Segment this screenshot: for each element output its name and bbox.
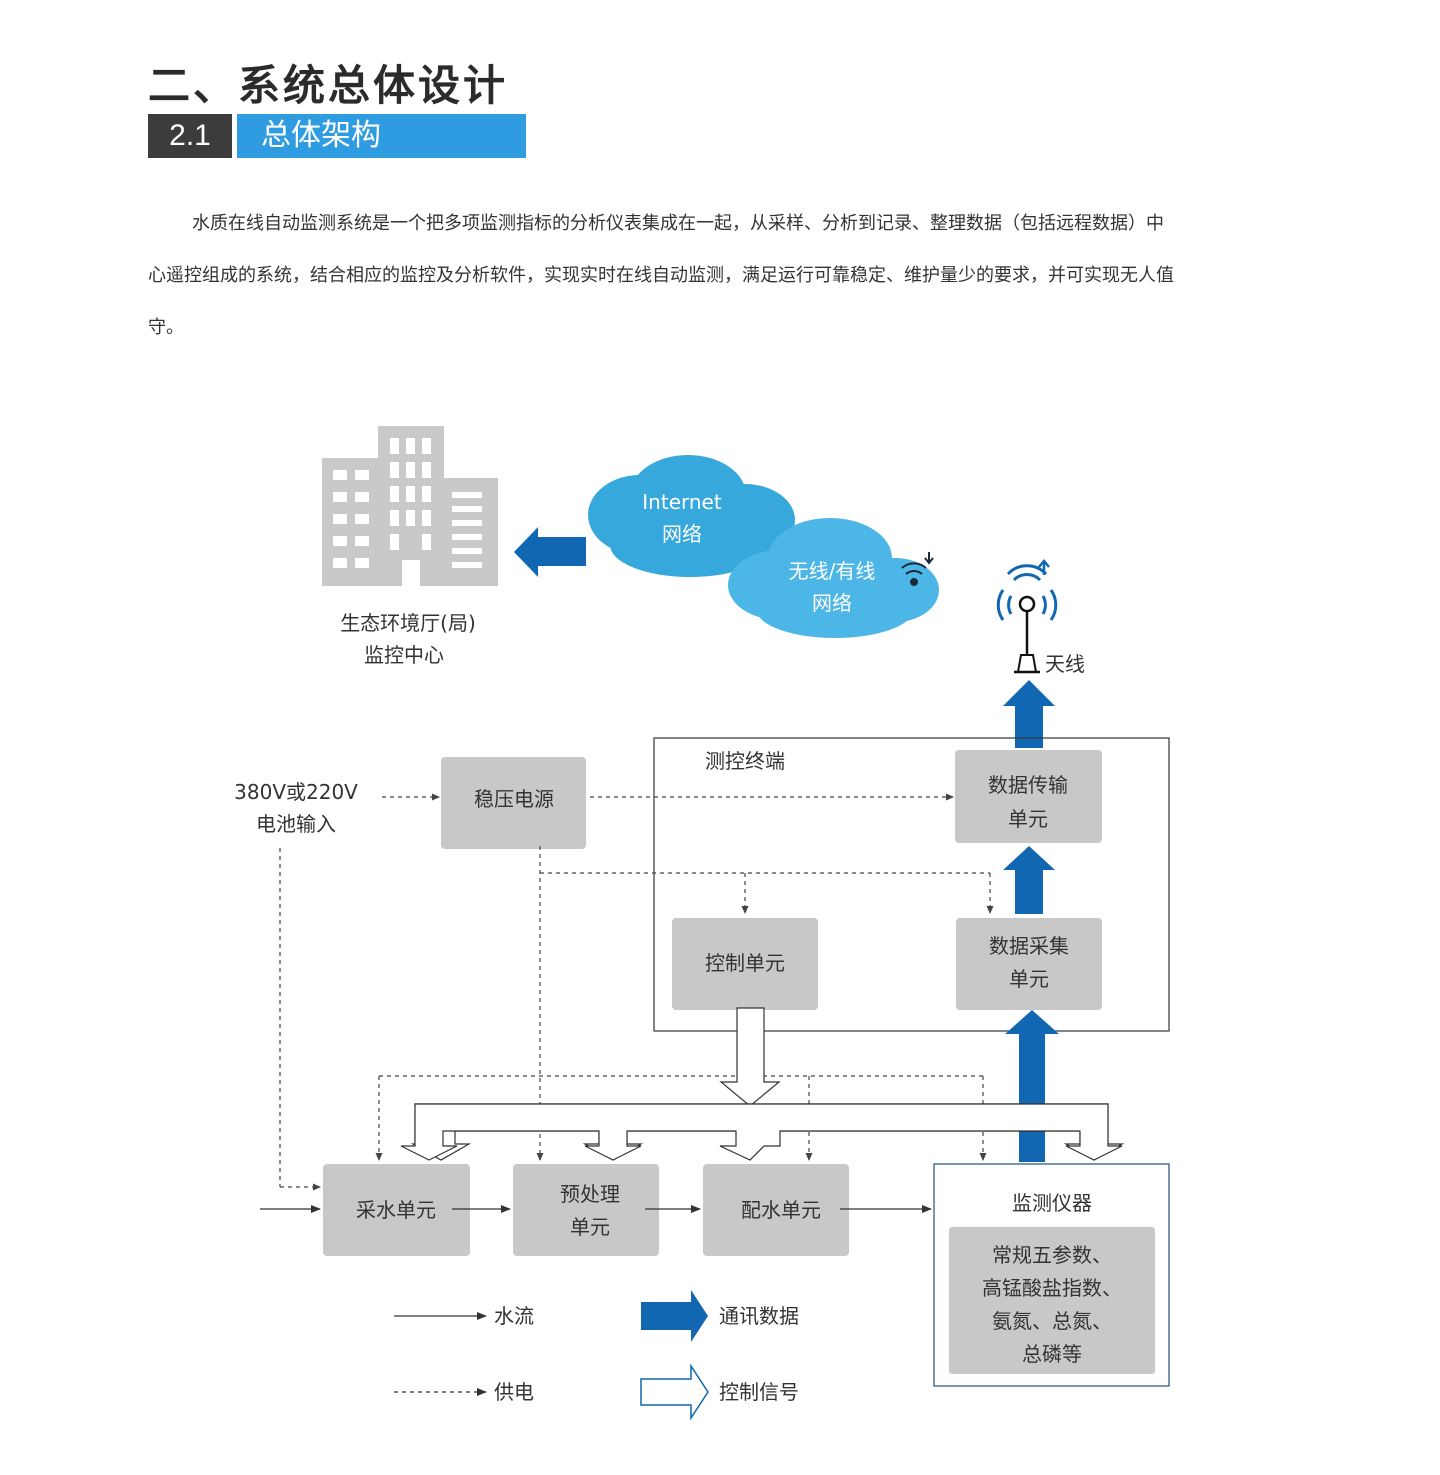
legend-comm-label: 通讯数据 <box>719 1304 799 1328</box>
preprocess-unit <box>513 1164 659 1256</box>
section-title: 总体架构 <box>237 114 526 158</box>
data-transfer-label-1: 数据传输 <box>988 773 1068 797</box>
regulated-power-box <box>441 757 586 849</box>
instrument-item: 总磷等 <box>1022 1342 1082 1366</box>
comm-arrow-to-center <box>514 527 586 577</box>
sampling-unit <box>323 1164 470 1256</box>
comm-arrow-acq-to-transfer <box>1003 846 1055 914</box>
legend-control-arrow <box>640 1363 709 1421</box>
legend-comm-arrow <box>641 1290 708 1342</box>
control-signal-arrows <box>410 1007 1125 1161</box>
antenna-mast <box>1014 595 1040 674</box>
wireless-label-1: 无线/有线 <box>789 559 876 583</box>
sampling-unit-label: 采水单元 <box>356 1198 436 1222</box>
power-input-label-2: 电池输入 <box>256 812 336 836</box>
control-unit <box>672 918 818 1010</box>
legend-control-label: 控制信号 <box>719 1380 799 1404</box>
section-bar: 2.1 总体架构 <box>148 114 526 158</box>
distribution-unit <box>703 1164 849 1256</box>
data-transfer-unit <box>955 750 1102 843</box>
data-acquisition-unit <box>956 918 1102 1010</box>
instrument-item: 高锰酸盐指数、 <box>982 1276 1122 1300</box>
legend-power-label: 供电 <box>494 1380 534 1404</box>
section-number: 2.1 <box>148 114 232 158</box>
comm-arrow-to-antenna <box>1003 680 1055 748</box>
terminal-box <box>653 737 1170 1032</box>
page-heading: 二、系统总体设计 <box>148 61 509 110</box>
center-label-2: 监控中心 <box>364 643 444 667</box>
regulated-power-label: 稳压电源 <box>474 787 554 811</box>
preprocess-label-2: 单元 <box>570 1215 610 1239</box>
control-unit-label: 控制单元 <box>705 951 785 975</box>
instruments-list-box <box>949 1227 1155 1374</box>
wireless-cloud <box>728 518 939 638</box>
antenna-label: 天线 <box>1045 652 1085 676</box>
legend: 水流 通讯数据 供电 控制信号 <box>394 1290 799 1421</box>
data-acq-label-2: 单元 <box>1009 967 1049 991</box>
terminal-label: 测控终端 <box>705 749 785 773</box>
preprocess-label-1: 预处理 <box>560 1182 620 1206</box>
distribution-unit-label: 配水单元 <box>741 1198 821 1222</box>
antenna-icon <box>996 559 1058 621</box>
comm-arrow-instrument-to-acq <box>1005 1010 1059 1162</box>
intro-paragraph: 水质在线自动监测系统是一个把多项监测指标的分析仪表集成在一起，从采样、分析到记录… <box>148 213 1174 338</box>
power-input-label-1: 380V或220V <box>234 780 358 804</box>
control-signal-branches <box>400 1103 1123 1161</box>
internet-label-2: 网络 <box>662 522 702 546</box>
instrument-item: 常规五参数、 <box>992 1243 1112 1267</box>
legend-water-label: 水流 <box>494 1304 534 1328</box>
wireless-label-2: 网络 <box>812 591 852 615</box>
instruments-title: 监测仪器 <box>1012 1191 1092 1215</box>
data-transfer-label-2: 单元 <box>1008 807 1048 831</box>
instrument-item: 氨氮、总氮、 <box>992 1309 1112 1333</box>
internet-cloud <box>588 455 795 577</box>
building-icon <box>322 426 498 586</box>
wifi-icon <box>901 552 934 586</box>
internet-label-1: Internet <box>642 490 722 514</box>
center-label-1: 生态环境厅(局) <box>340 611 476 635</box>
data-acq-label-1: 数据采集 <box>989 934 1069 958</box>
